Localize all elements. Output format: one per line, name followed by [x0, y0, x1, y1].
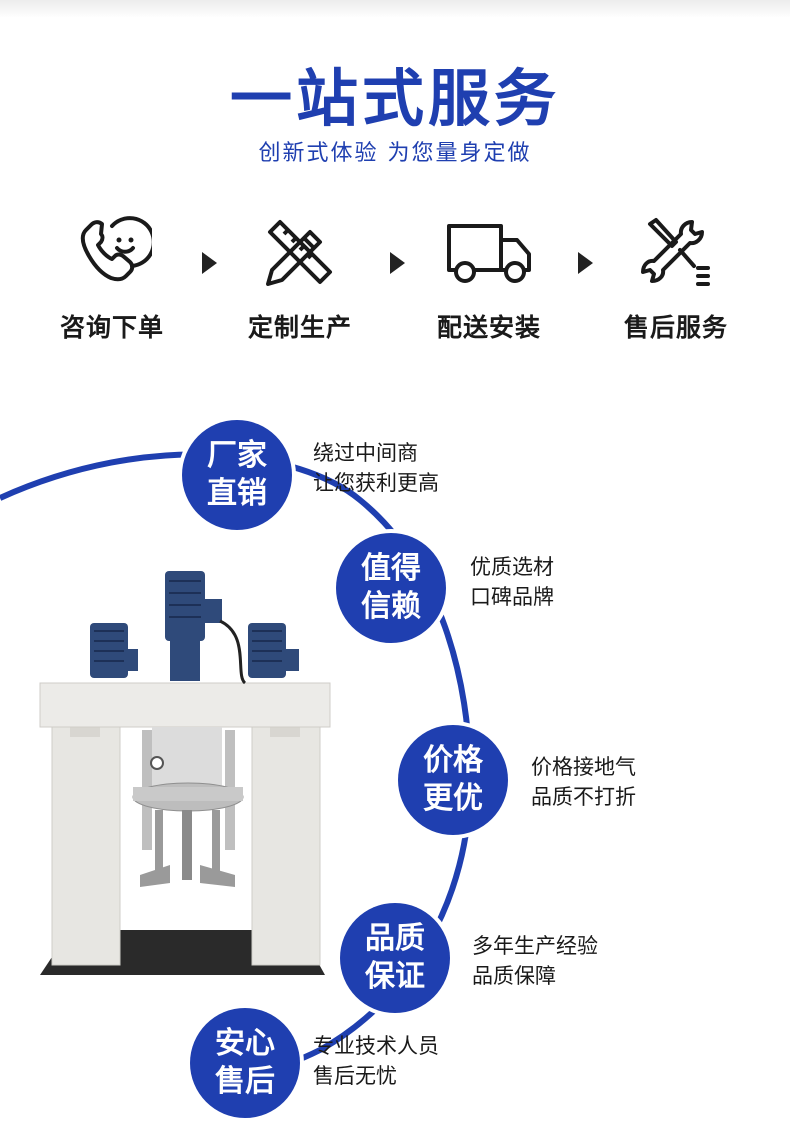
page-title: 一站式服务 — [229, 62, 560, 135]
badge-line1: 价格 — [423, 743, 483, 778]
desc-trustworthy: 优质选材 口碑品牌 — [470, 552, 554, 612]
step-label-deliver: 配送安装 — [436, 313, 541, 342]
desc-line1: 多年生产经验 — [472, 934, 598, 958]
desc-line1: 优质选材 — [470, 555, 554, 579]
badge-line2: 直销 — [207, 476, 267, 511]
badge-quality-guarantee: 品质 保证 — [340, 903, 450, 1013]
badge-line2: 售后 — [215, 1064, 275, 1099]
chevron-right-icon — [390, 252, 405, 274]
step-consult: 咨询下单 — [37, 212, 187, 344]
badge-direct-sale: 厂家 直销 — [182, 420, 292, 530]
desc-better-price: 价格接地气 品质不打折 — [531, 752, 636, 812]
badge-line2: 更优 — [423, 781, 483, 816]
truck-icon — [447, 224, 531, 283]
step-label-produce: 定制生产 — [247, 313, 352, 342]
badge-line1: 值得 — [361, 551, 421, 586]
desc-line2: 让您获利更高 — [313, 471, 439, 495]
desc-line1: 专业技术人员 — [313, 1034, 439, 1058]
desc-line2: 品质不打折 — [531, 785, 636, 809]
feature-ring: 厂家 直销 绕过中间商 让您获利更高 值得 信赖 优质选材 口碑品牌 价格 更优… — [0, 380, 790, 1145]
badge-trustworthy: 值得 信赖 — [336, 533, 446, 643]
badge-aftersale: 安心 售后 — [190, 1008, 300, 1118]
desc-quality-guarantee: 多年生产经验 品质保障 — [472, 931, 598, 991]
step-label-aftersale: 售后服务 — [623, 313, 728, 342]
chevron-right-icon — [578, 252, 593, 274]
page-subtitle: 创新式体验 为您量身定做 — [258, 141, 532, 166]
desc-line2: 口碑品牌 — [470, 585, 554, 609]
step-label-consult: 咨询下单 — [59, 313, 164, 342]
pencil-ruler-icon — [266, 220, 332, 286]
badge-better-price: 价格 更优 — [398, 725, 508, 835]
desc-direct-sale: 绕过中间商 让您获利更高 — [313, 438, 439, 498]
desc-line2: 售后无忧 — [313, 1064, 397, 1088]
top-shade — [0, 0, 790, 18]
service-steps: 咨询下单 定制生产 配送安装 — [0, 212, 790, 342]
badge-line2: 信赖 — [361, 589, 421, 624]
step-aftersale: 售后服务 — [601, 212, 751, 344]
chevron-right-icon — [202, 252, 217, 274]
wrench-screwdriver-icon — [641, 218, 710, 286]
badge-line1: 厂家 — [207, 438, 267, 473]
desc-line1: 价格接地气 — [531, 755, 636, 779]
desc-line1: 绕过中间商 — [313, 441, 418, 465]
badge-line1: 安心 — [215, 1026, 275, 1061]
phone-smile-icon — [80, 216, 152, 282]
desc-aftersale: 专业技术人员 售后无忧 — [313, 1031, 439, 1091]
desc-line2: 品质保障 — [472, 964, 556, 988]
badge-line1: 品质 — [365, 921, 425, 956]
step-deliver: 配送安装 — [414, 212, 564, 344]
mixer-machine-image — [39, 571, 331, 975]
step-produce: 定制生产 — [225, 212, 375, 344]
badge-line2: 保证 — [365, 959, 425, 994]
